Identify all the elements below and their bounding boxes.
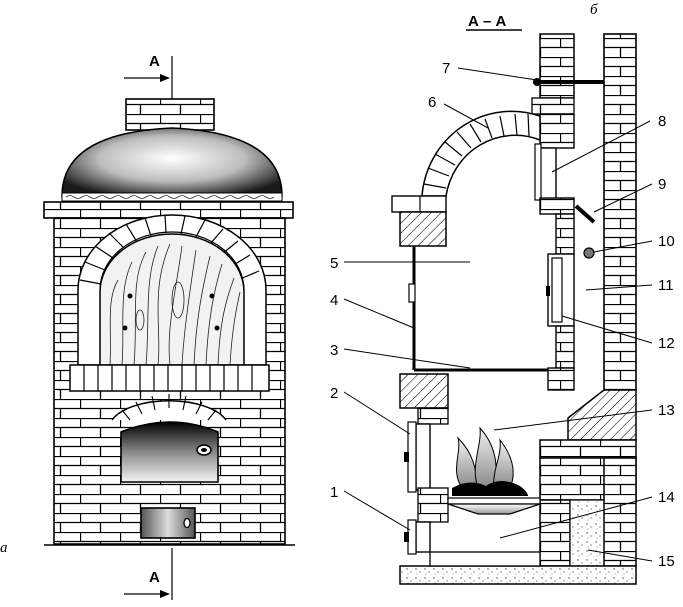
- callout-3: 3: [330, 342, 338, 359]
- cleaning-door: [551, 257, 563, 323]
- callout-14: 14: [658, 489, 675, 506]
- callout-15: 15: [658, 553, 675, 570]
- callout-8: 8: [658, 113, 666, 130]
- section-marker-bottom: А: [149, 569, 160, 586]
- callout-13: 13: [658, 402, 675, 419]
- callout-11: 11: [658, 277, 674, 294]
- arrowhead-icon: [160, 590, 170, 598]
- fire-icon: [452, 426, 528, 496]
- section-title: А – А: [468, 13, 507, 30]
- callout-5: 5: [330, 255, 338, 272]
- hinge-icon: [209, 293, 215, 299]
- leader-lines: [343, 67, 653, 562]
- firebox-door: [120, 421, 219, 483]
- sill: [69, 364, 270, 392]
- ash-door-handle-icon: [183, 517, 191, 529]
- callout-7: 7: [442, 60, 450, 77]
- hinge-icon: [214, 325, 220, 331]
- chimney: [125, 98, 215, 131]
- panel-a-label: а: [0, 540, 8, 556]
- dome-rim: [61, 192, 283, 202]
- callout-2: 2: [330, 385, 338, 402]
- ash-pan: [447, 503, 541, 515]
- knob-icon: [583, 247, 595, 259]
- callout-10: 10: [658, 233, 675, 250]
- valve: [574, 204, 596, 224]
- dome: [61, 127, 283, 197]
- callout-6: 6: [428, 94, 436, 111]
- foundation: [399, 565, 637, 585]
- top-stack: [539, 33, 575, 99]
- damper-door: [534, 143, 542, 201]
- arch-voussoirs: [79, 214, 260, 291]
- firebox-door-section: [415, 423, 431, 491]
- front-view: А: [0, 53, 295, 600]
- hinge-icon: [122, 325, 128, 331]
- callout-9: 9: [658, 176, 666, 193]
- sand-fill: [569, 499, 607, 567]
- hatched-fill: [567, 389, 637, 441]
- section-view: А – А б: [330, 2, 675, 585]
- section-marker-top: А: [149, 53, 160, 70]
- callout-12: 12: [658, 335, 675, 352]
- callout-1: 1: [330, 484, 338, 501]
- grate: [447, 497, 541, 505]
- hinge-icon: [127, 293, 133, 299]
- wood-grain: [109, 243, 241, 366]
- arrowhead-icon: [160, 74, 170, 82]
- callout-4: 4: [330, 292, 338, 309]
- arch: [421, 110, 541, 197]
- ash-door-section: [415, 521, 431, 553]
- panel-b-label: б: [590, 2, 598, 18]
